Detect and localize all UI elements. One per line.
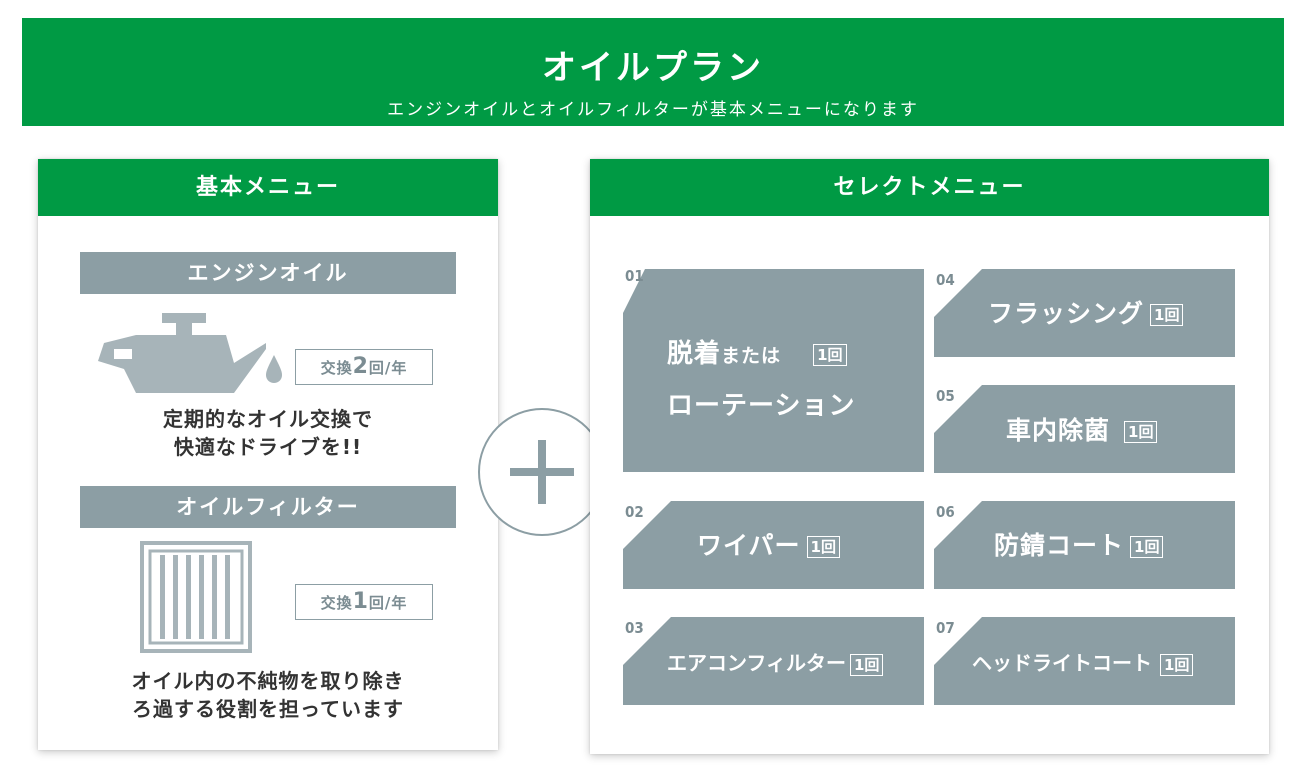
engine-oil-label: エンジンオイル	[80, 252, 456, 294]
item-number: 01	[625, 267, 644, 285]
frequency-number: 2	[352, 354, 369, 379]
select-item-01: 01 脱着または 1回 ローテーション	[623, 267, 924, 472]
item-label-sub: または	[721, 345, 782, 367]
item-label-line2: ローテーション	[667, 391, 856, 421]
select-menu-header: セレクトメニュー	[590, 159, 1269, 216]
header-banner: オイルプラン エンジンオイルとオイルフィルターが基本メニューになります	[22, 18, 1284, 126]
count-badge: 1回	[806, 536, 840, 558]
count-badge: 1回	[1130, 536, 1164, 558]
description-line: 快適なドライブを!!	[173, 435, 363, 459]
frequency-prefix: 交換	[320, 359, 353, 377]
count-badge: 1回	[850, 653, 884, 676]
item-label-main: 車内除菌	[1006, 416, 1111, 445]
item-label-main: ワイパー	[697, 531, 801, 560]
item-label: 脱着または 1回	[667, 337, 847, 373]
item-number: 05	[936, 387, 955, 405]
item-number: 07	[936, 619, 955, 637]
frequency-suffix: 回/年	[368, 594, 408, 612]
description-line: 定期的なオイル交換で	[163, 407, 373, 431]
oil-filter-description: オイル内の不純物を取り除き ろ過する役割を担っています	[38, 667, 498, 723]
select-item-05: 05 車内除菌 1回	[934, 385, 1235, 473]
frequency-number: 1	[352, 589, 369, 614]
engine-oil-description: 定期的なオイル交換で 快適なドライブを!!	[38, 405, 498, 461]
engine-oil-frequency: 交換2回/年	[295, 349, 433, 385]
item-number: 06	[936, 503, 955, 521]
page-title: オイルプラン	[542, 48, 764, 88]
count-badge: 1回	[1150, 304, 1184, 326]
oil-can-icon	[98, 313, 282, 393]
oil-filter-icon	[140, 541, 252, 653]
item-number: 03	[625, 619, 644, 637]
item-label-main: 防錆コート	[994, 531, 1125, 560]
item-label: ヘッドライトコート 1回	[972, 648, 1194, 678]
select-item-07: 07 ヘッドライトコート 1回	[934, 617, 1235, 705]
item-label-main: 脱着	[667, 339, 722, 369]
frequency-prefix: 交換	[320, 594, 353, 612]
item-label: 車内除菌 1回	[1006, 415, 1158, 447]
page-subtitle: エンジンオイルとオイルフィルターが基本メニューになります	[387, 100, 919, 120]
count-badge: 1回	[1124, 421, 1158, 443]
plus-icon	[478, 408, 606, 536]
description-line: オイル内の不純物を取り除き	[131, 669, 405, 693]
frequency-suffix: 回/年	[368, 359, 408, 377]
item-label-main: フラッシング	[988, 299, 1145, 328]
basic-menu-header: 基本メニュー	[38, 159, 498, 216]
oil-filter-frequency: 交換1回/年	[295, 584, 433, 620]
item-number: 04	[936, 271, 955, 289]
oil-filter-label: オイルフィルター	[80, 486, 456, 528]
item-label-main: エアコンフィルター	[667, 651, 846, 675]
item-label-main: ヘッドライトコート	[972, 651, 1152, 675]
count-badge: 1回	[813, 343, 847, 366]
basic-menu-panel: 基本メニュー エンジンオイル 交換2回/年 定期的なオイル交換で 快適なドライブ…	[38, 159, 498, 750]
description-line: ろ過する役割を担っています	[132, 697, 404, 721]
item-number: 02	[625, 503, 644, 521]
count-badge: 1回	[1160, 653, 1194, 676]
